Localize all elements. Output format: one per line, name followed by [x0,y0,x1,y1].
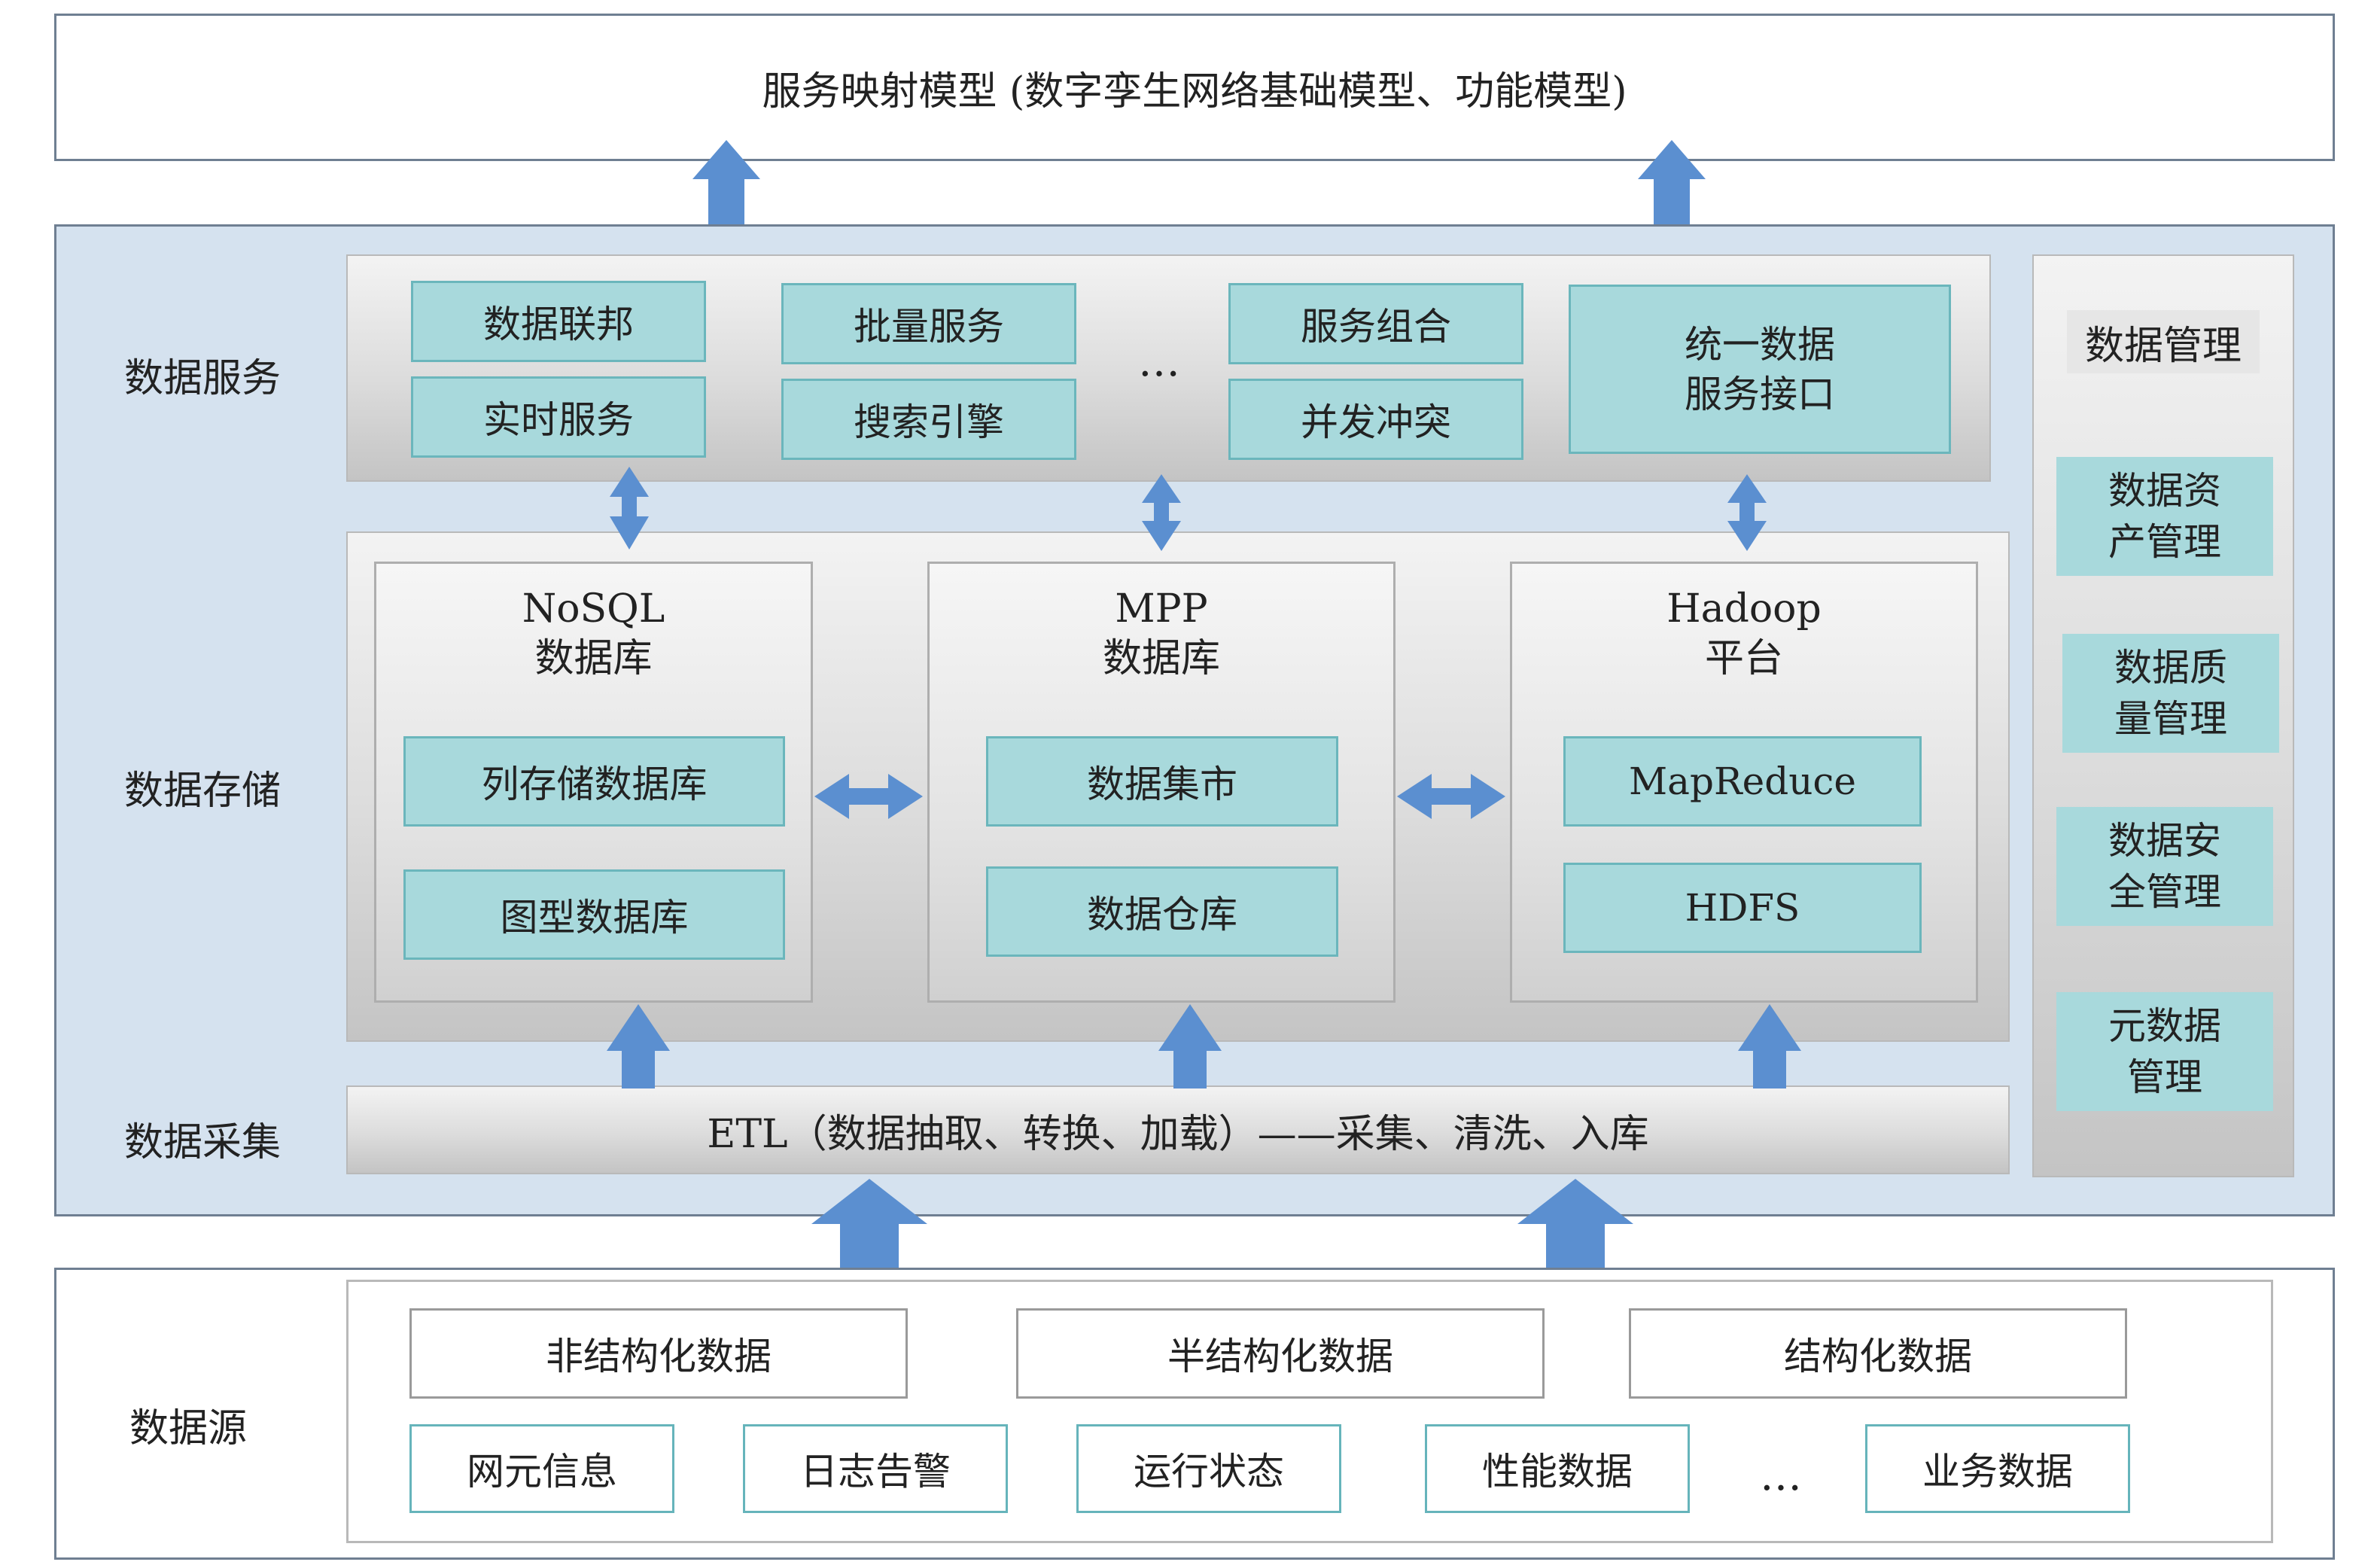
structured-data: 结构化数据 [1629,1308,2127,1399]
security-management-line-2: 全管理 [2108,870,2221,914]
hadoop-title-line-1: Hadoop [1666,586,1822,632]
layer-label-collection: 数据采集 [124,1120,282,1165]
nosql-title: NoSQL 数据库 [374,581,813,687]
security-management: 数据安 全管理 [2056,807,2273,926]
up-arrow-icon [1738,1004,1801,1088]
etl-bar: ETL（数据抽取、转换、加载）——采集、清洗、入库 [346,1085,2010,1174]
running-status: 运行状态 [1076,1424,1341,1513]
network-element-info: 网元信息 [409,1424,674,1513]
asset-management-line-1: 数据资 [2108,469,2221,513]
source-ellipsis: … [1760,1451,1802,1500]
business-data: 业务数据 [1865,1424,2130,1513]
mpp-title-line-2: 数据库 [1102,636,1220,681]
up-arrow-icon [1517,1179,1633,1268]
performance-data: 性能数据 [1425,1424,1690,1513]
mpp-title-line-1: MPP [1115,586,1208,632]
hdfs: HDFS [1563,863,1922,953]
asset-management: 数据资 产管理 [2056,457,2273,576]
up-arrow-icon [607,1004,670,1088]
layer-label-storage: 数据存储 [124,769,282,814]
service-concurrency-conflict: 并发冲突 [1228,379,1523,460]
metadata-management-line-2: 管理 [2127,1055,2202,1099]
nosql-title-line-1: NoSQL [522,586,665,632]
hadoop-title-line-2: 平台 [1704,636,1783,681]
asset-management-line-2: 产管理 [2108,520,2221,564]
column-store-database: 列存储数据库 [403,736,785,827]
service-unified-interface: 统一数据 服务接口 [1569,285,1951,454]
service-ellipsis: … [1138,336,1180,386]
data-warehouse: 数据仓库 [986,866,1338,957]
unified-line-1: 统一数据 [1685,322,1835,367]
double-arrow-icon [1142,474,1181,551]
service-federation: 数据联邦 [411,281,706,362]
log-alarm: 日志告警 [743,1424,1008,1513]
unstructured-data: 非结构化数据 [409,1308,908,1399]
double-arrow-icon [814,774,923,819]
double-arrow-icon [1397,774,1505,819]
up-arrow-icon [1158,1004,1222,1088]
up-arrow-icon [692,140,760,224]
data-mart: 数据集市 [986,736,1338,827]
quality-management-line-2: 量管理 [2114,697,2227,741]
service-composition: 服务组合 [1228,283,1523,364]
mapreduce: MapReduce [1563,736,1922,827]
data-management-title: 数据管理 [2067,310,2260,373]
quality-management: 数据质 量管理 [2062,634,2279,753]
double-arrow-icon [610,467,649,550]
etl-label: ETL（数据抽取、转换、加载）——采集、清洗、入库 [707,1111,1649,1157]
service-realtime: 实时服务 [411,376,706,458]
nosql-title-line-2: 数据库 [534,636,653,681]
service-search-engine: 搜索引擎 [781,379,1076,460]
service-batch: 批量服务 [781,283,1076,364]
security-management-line-1: 数据安 [2108,819,2221,863]
graph-database: 图型数据库 [403,869,785,960]
unified-line-2: 服务接口 [1685,372,1835,416]
hadoop-title: Hadoop 平台 [1510,581,1978,687]
mpp-title: MPP 数据库 [927,581,1396,687]
metadata-management: 元数据 管理 [2056,992,2273,1111]
quality-management-line-1: 数据质 [2114,646,2227,690]
double-arrow-icon [1727,474,1767,551]
layer-label-service: 数据服务 [124,356,282,401]
up-arrow-icon [1638,140,1706,224]
up-arrow-icon [811,1179,927,1268]
service-mapping-model-label: 服务映射模型 (数字孪生网络基础模型、功能模型) [762,69,1627,114]
service-mapping-model-box: 服务映射模型 (数字孪生网络基础模型、功能模型) [54,14,2335,161]
semi-structured-data: 半结构化数据 [1016,1308,1545,1399]
metadata-management-line-1: 元数据 [2108,1004,2221,1048]
layer-label-source: 数据源 [129,1406,248,1451]
